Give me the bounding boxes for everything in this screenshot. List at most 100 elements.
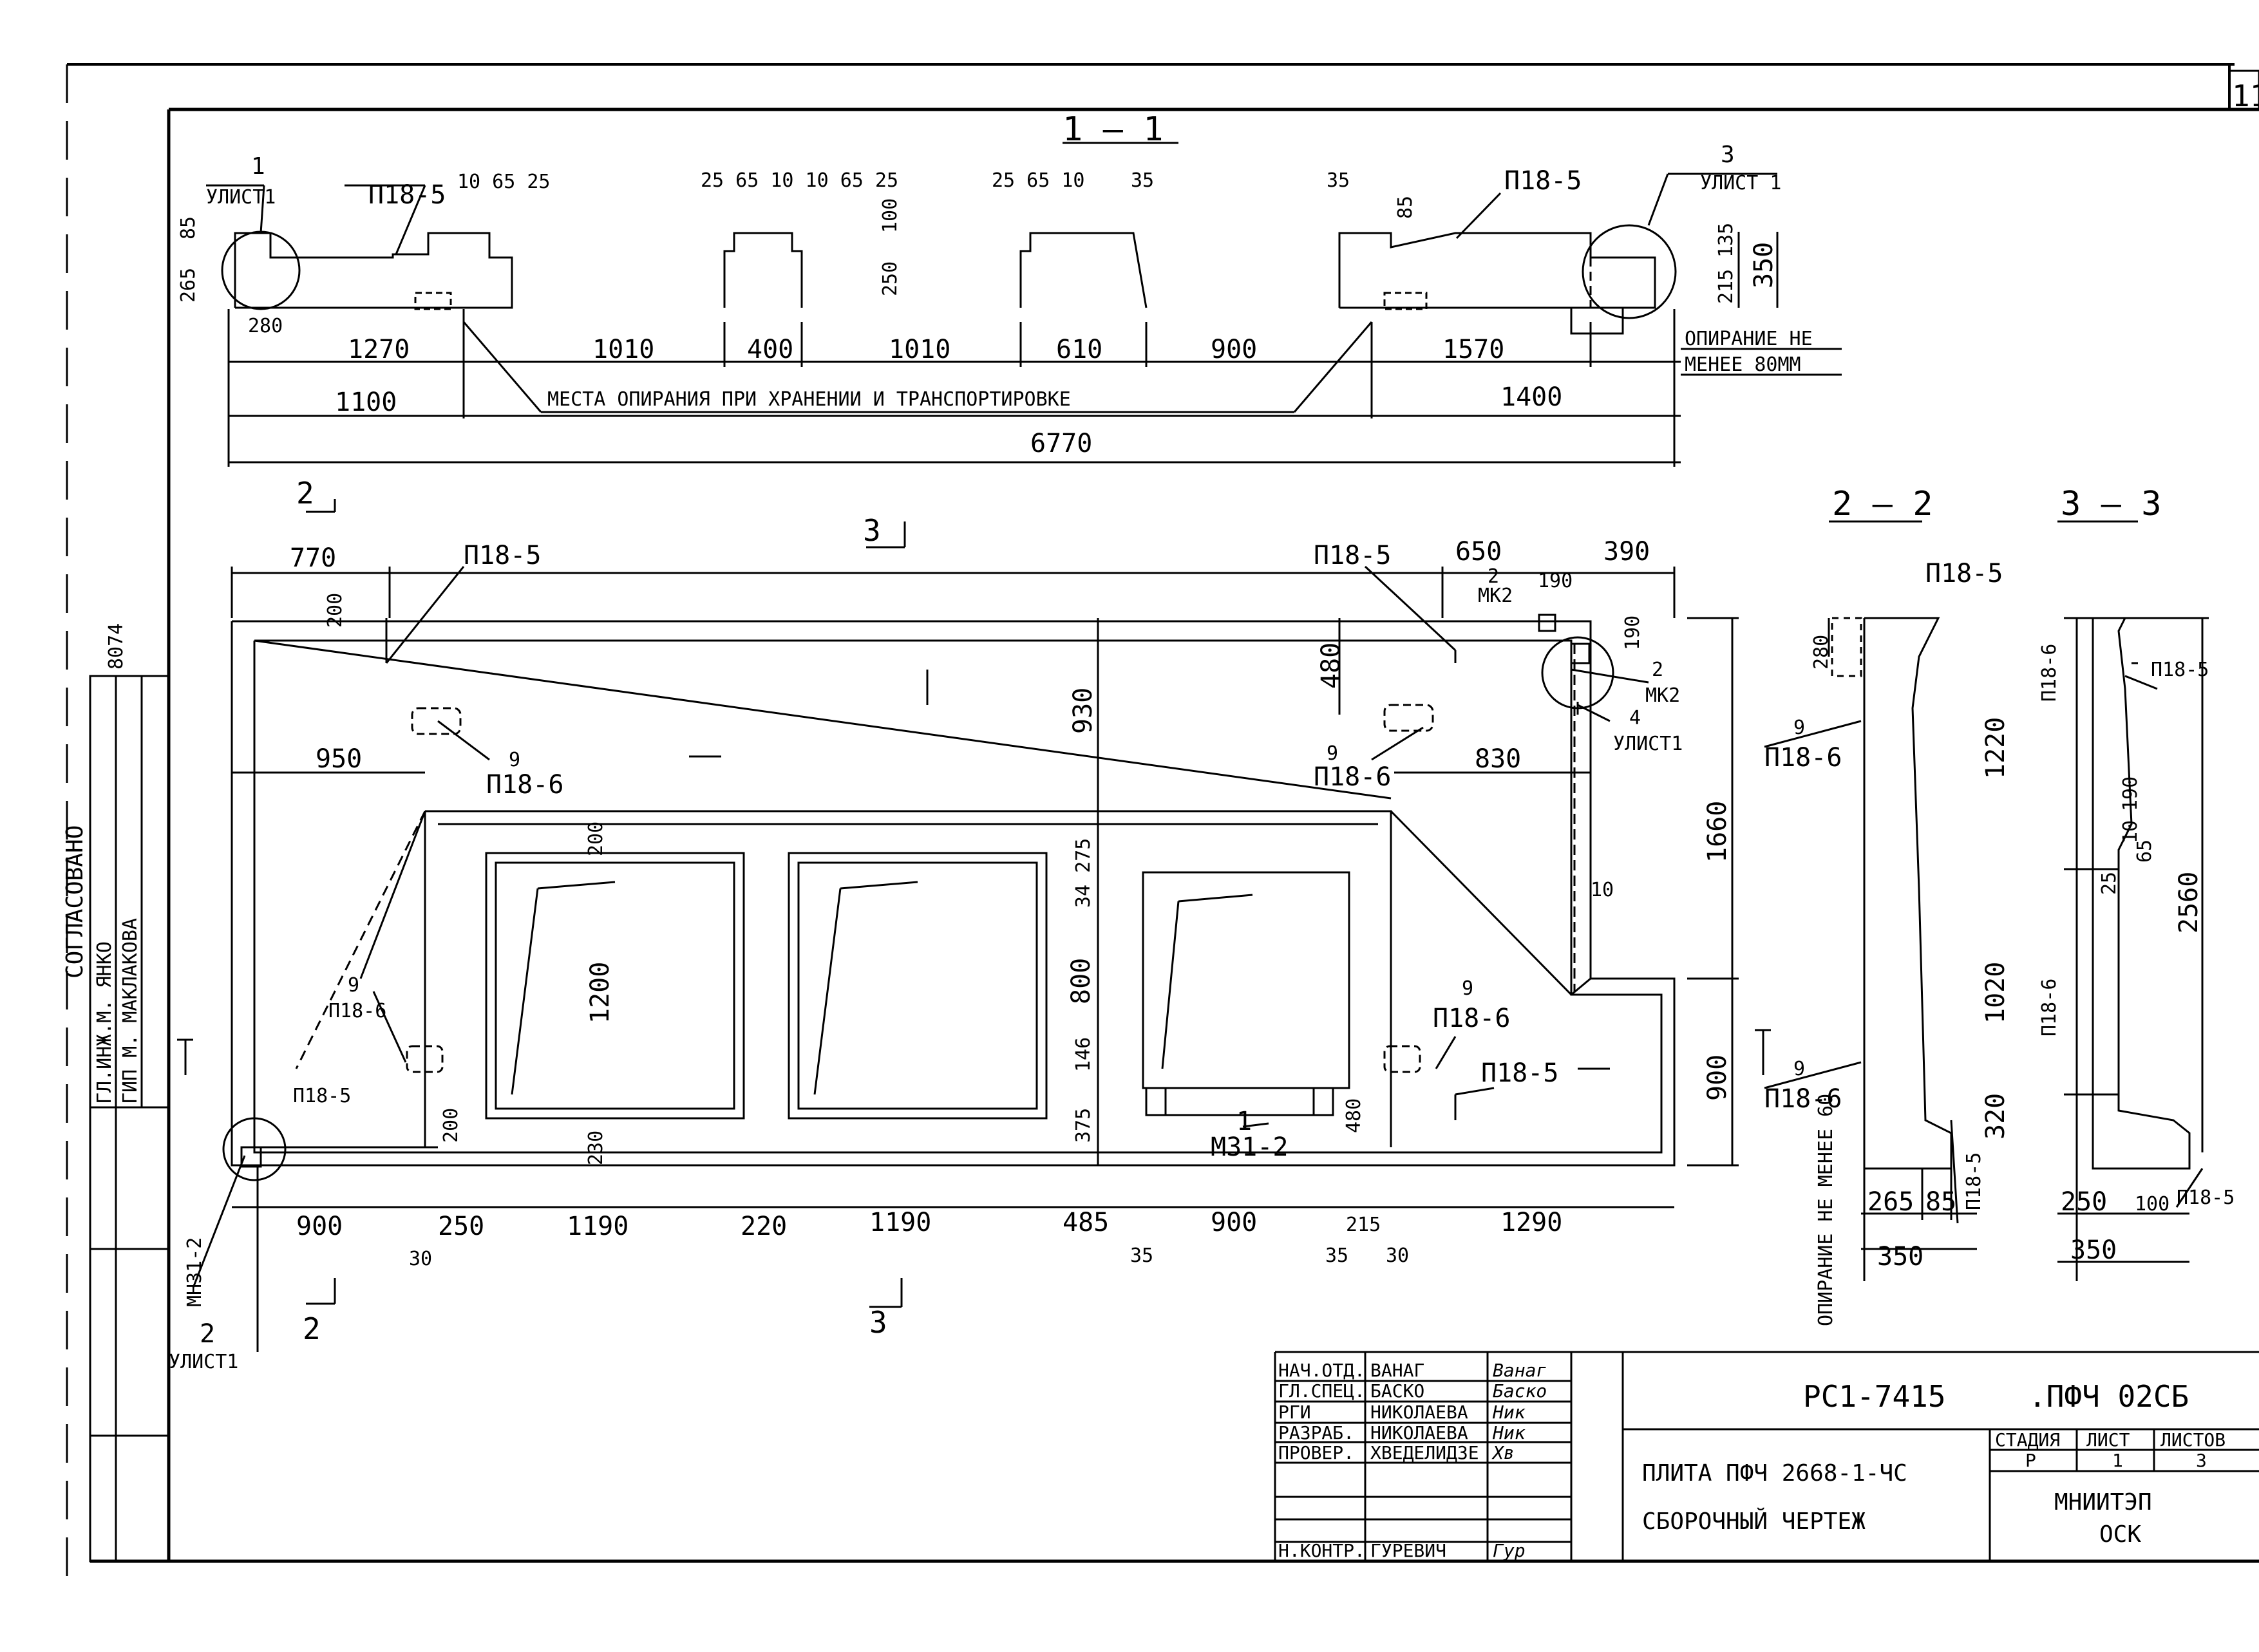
plan-graphics (177, 499, 1771, 1352)
s22-label-p18-5: П18-5 (1925, 559, 2003, 588)
bottom-dim-250: 250 (438, 1212, 484, 1241)
dim-800: 800 (1066, 958, 1096, 1004)
bearing-note-2: МЕНЕЕ 80ММ (1685, 353, 1801, 376)
label-4: 4 (1629, 707, 1641, 729)
s22-label-9-bottom: 9 (1793, 1058, 1805, 1080)
label-p18-6-left: П18-6 (486, 770, 563, 800)
approval-stamp (89, 675, 170, 1563)
label-p18-6-right: П18-6 (1314, 762, 1391, 792)
label-mk2-top: МК2 (1478, 585, 1513, 607)
dim-135: 135 (1715, 223, 1737, 258)
supports-note: МЕСТА ОПИРАНИЯ ПРИ ХРАНЕНИИ И ТРАНСПОРТИ… (547, 388, 1071, 411)
sig-name-0: ВАНАГ (1370, 1360, 1424, 1381)
section-mark-2-bottom: 2 (303, 1311, 321, 1346)
span-900: 900 (1211, 335, 1257, 364)
dim-900-vertical: 900 (1703, 1055, 1732, 1101)
s33-dim-100: 100 (2135, 1193, 2169, 1216)
dim-280-left: 280 (248, 315, 283, 337)
dim-35-a: 35 (1131, 169, 1154, 192)
s33-dim-250: 250 (2061, 1187, 2107, 1217)
sig-sign-4: Хв (1491, 1442, 1515, 1463)
section-mark-3-bottom: 3 (869, 1305, 887, 1340)
node-1-number: 1 (251, 153, 265, 180)
dim-770: 770 (290, 543, 336, 573)
bottom-dim-215: 215 (1346, 1214, 1381, 1236)
sheet-header: ЛИСТ (2086, 1429, 2130, 1450)
label-p18-6-left-low: П18-6 (328, 1000, 386, 1022)
s22-note: ОПИРАНИЕ НЕ МЕНЕЕ 60 (1815, 1094, 1837, 1326)
dim-85-left: 85 (177, 216, 200, 239)
label-2-bottom-left: 2 (200, 1319, 215, 1349)
label-2-mk2-top: 2 (1488, 565, 1499, 588)
sig-role-0: НАЧ.ОТД. (1278, 1360, 1365, 1381)
label-mk2-right: МК2 (1645, 684, 1680, 707)
doc-mark: .ПФЧ 02СБ (2028, 1379, 2189, 1414)
label-p18-5-top-left: П18-5 (368, 180, 446, 210)
dim-215: 215 (1715, 269, 1737, 304)
org-line1: МНИИТЭП (2054, 1489, 2152, 1516)
s22-label-p18-6-top: П18-6 (1764, 743, 1842, 773)
sig-name-6: ГУРЕВИЧ (1370, 1540, 1446, 1561)
bottom-dim-1290: 1290 (1500, 1208, 1562, 1237)
dim-1100: 1100 (335, 388, 397, 417)
label-9-left: 9 (509, 749, 520, 771)
s22-dim-265: 265 (1867, 1187, 1914, 1217)
dim-200-top: 200 (324, 593, 346, 628)
sig-role-2: РГИ (1278, 1402, 1311, 1423)
dim-480-door: 480 (1343, 1098, 1365, 1133)
dim-950: 950 (316, 744, 362, 774)
s22-label-9-top: 9 (1793, 717, 1805, 739)
dim-480-top: 480 (1316, 643, 1346, 689)
sig-sign-3: Ник (1492, 1422, 1526, 1443)
dim-100: 100 (879, 198, 902, 233)
dim-35-right: 35 (1325, 1244, 1348, 1267)
approval-stamp-number: 8074 (105, 623, 128, 670)
dims-top-mid2: 25 65 10 (992, 169, 1085, 192)
span-1010-a: 1010 (592, 335, 654, 364)
sig-role-3: РАЗРАБ. (1278, 1422, 1354, 1443)
sig-sign-0: Ванаг (1493, 1360, 1547, 1381)
drawing-type: СБОРОЧНЫЙ ЧЕРТЕЖ (1642, 1508, 1866, 1535)
dim-250: 250 (879, 261, 902, 296)
sig-sign-2: Ник (1492, 1402, 1526, 1423)
node-3-number: 3 (1721, 142, 1735, 168)
label-p18-5-top-right: П18-5 (1504, 166, 1582, 196)
title-block-lines (1274, 1351, 2259, 1561)
sig-name-1: БАСКО (1370, 1380, 1424, 1402)
section-1-1-graphics (206, 142, 1842, 467)
dim-190-side: 190 (1621, 615, 1644, 650)
sig-sign-1: Баско (1493, 1380, 1547, 1402)
bottom-dim-1190-b: 1190 (869, 1208, 931, 1237)
s33-label-p18-5-bottom: П18-5 (2177, 1187, 2235, 1209)
s22-dim-350: 350 (1877, 1242, 1923, 1272)
sheets-header: ЛИСТОВ (2160, 1429, 2226, 1450)
sheets-value: 3 (2196, 1450, 2207, 1471)
item-name: ПЛИТА ПФЧ 2668-1-ЧС (1642, 1460, 1907, 1487)
span-1570: 1570 (1442, 335, 1504, 364)
approval-row2: ГИП М. МАКЛАКОВА (119, 918, 142, 1104)
label-m31-2: М31-2 (1211, 1132, 1288, 1162)
section-mark-3-top: 3 (863, 513, 881, 548)
sig-name-4: ХВЕДЕЛИДЗЕ (1370, 1442, 1479, 1463)
sheet-value: 1 (2112, 1450, 2123, 1471)
s33-dim-320: 320 (1981, 1093, 2010, 1140)
plan-p18-5-top-left: П18-5 (464, 541, 541, 570)
doc-code: РС1-7415 (1803, 1379, 1946, 1414)
s33-label-p18-5-top: П18-5 (2151, 659, 2209, 681)
label-9-right: 9 (1327, 742, 1338, 765)
s33-dim-10: 10 (2119, 820, 2142, 843)
span-400: 400 (747, 335, 793, 364)
approval-heading: СОГЛАСОВАНО (62, 825, 88, 979)
sig-sign-6: Гур (1493, 1540, 1526, 1561)
sig-role-4: ПРОВЕР. (1278, 1442, 1354, 1463)
s33-dim-65: 65 (2133, 840, 2156, 863)
label-usheet-bottom-left: УЛИСТ1 (169, 1351, 238, 1373)
bottom-dim-485: 485 (1063, 1208, 1109, 1237)
label-p18-6-right-low: П18-6 (1433, 1004, 1510, 1033)
dim-35-left: 35 (1130, 1244, 1153, 1267)
label-mn31-2: МН31-2 (184, 1237, 206, 1307)
span-610: 610 (1056, 335, 1102, 364)
dim-35-b: 35 (1327, 169, 1350, 192)
dim-265-left: 265 (177, 268, 200, 303)
